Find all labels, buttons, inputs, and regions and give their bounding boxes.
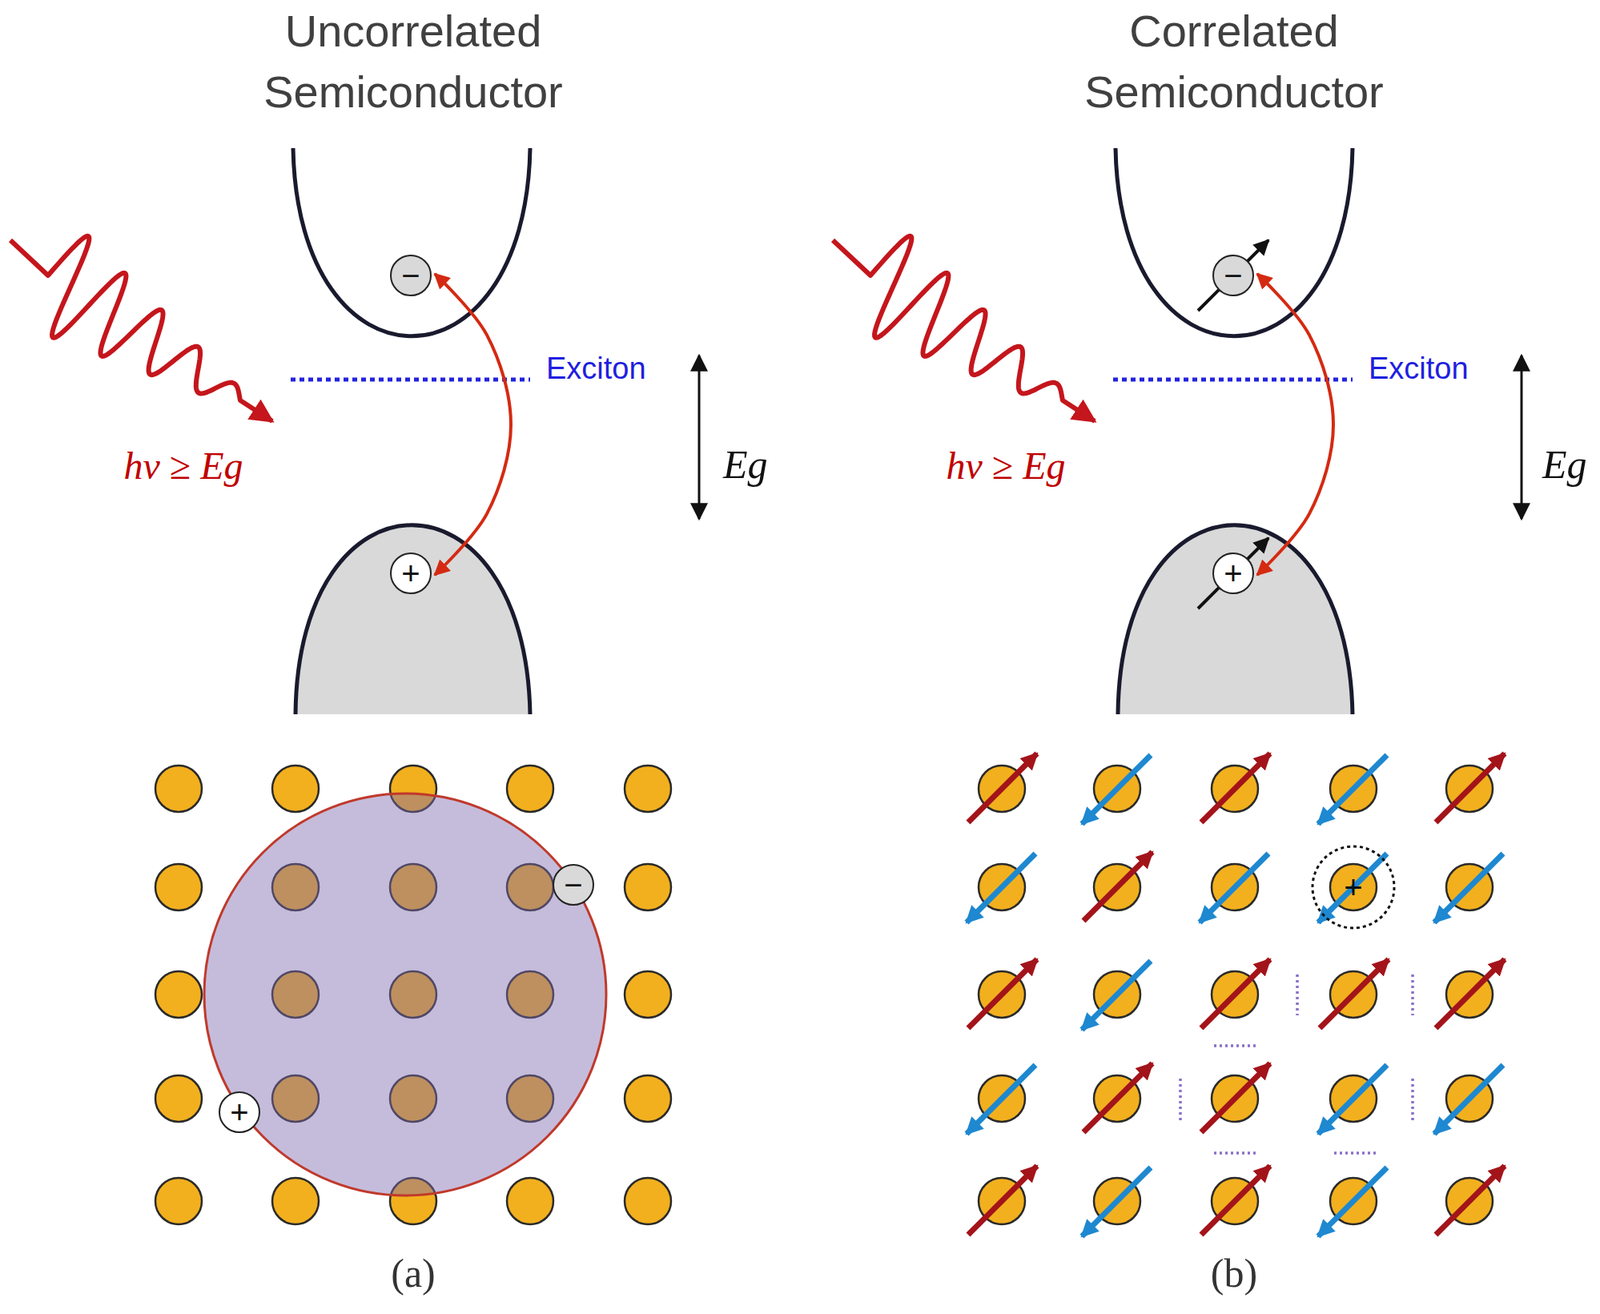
frustrated-bond	[1334, 1151, 1378, 1155]
charge-sign: +	[1223, 557, 1243, 590]
spin-arrow	[1435, 753, 1505, 823]
spin-arrow	[1201, 1165, 1271, 1235]
spin-arrow	[1201, 1063, 1271, 1133]
spin-arrow	[1435, 1165, 1505, 1235]
lattice-site	[272, 1177, 319, 1225]
photon-energy: hν ≥ Eg	[124, 445, 244, 488]
spin-arrow	[1434, 1065, 1504, 1134]
exciton-level	[290, 377, 531, 382]
lattice-site	[624, 765, 672, 813]
lattice-site	[155, 765, 202, 813]
lattice-site	[624, 971, 672, 1018]
lattice-site	[624, 1075, 672, 1122]
gap-arrow	[698, 355, 701, 519]
spin-lattice	[966, 753, 1505, 1237]
frustrated-bond	[1411, 1078, 1415, 1122]
hole-charge: +	[1334, 868, 1373, 907]
lattice	[155, 765, 672, 1225]
lattice-site	[272, 765, 319, 813]
frustrated-bond	[1411, 974, 1415, 1016]
electron-charge: −	[552, 864, 595, 906]
frustrated-bond	[1295, 974, 1299, 1016]
exciton-cloud	[204, 793, 607, 1196]
panel-label: (b)	[1210, 1251, 1258, 1296]
frustrated-bond	[1214, 1044, 1258, 1048]
panel-label: (a)	[390, 1251, 436, 1296]
frustrated-bond	[1178, 1078, 1182, 1122]
photon-energy: hν ≥ Eg	[946, 445, 1066, 488]
gap-arrow	[1520, 355, 1524, 519]
band-panel	[10, 148, 700, 715]
lattice-site	[155, 1075, 202, 1122]
spin-arrow	[1081, 1167, 1151, 1237]
hole-charge: +	[218, 1091, 261, 1134]
spin-arrow	[1083, 852, 1153, 921]
photon-wave	[10, 236, 273, 422]
photon-wave	[832, 236, 1095, 422]
spin-arrow	[1083, 1063, 1153, 1133]
spin-arrow	[1201, 753, 1271, 823]
spin-arrow	[966, 853, 1036, 923]
spin-arrow	[1081, 755, 1151, 825]
spin-arrow	[966, 1065, 1036, 1134]
electron-charge: −	[1212, 254, 1255, 297]
gap-label: Eg	[1542, 442, 1588, 487]
conduction-band	[293, 148, 531, 337]
spin-arrow	[1081, 960, 1151, 1030]
exciton-level	[1113, 377, 1353, 382]
lattice-site	[155, 1177, 202, 1225]
spin-arrow	[1318, 1065, 1387, 1134]
spin-arrow	[1199, 853, 1269, 923]
hole-charge: +	[1212, 552, 1255, 595]
spin-arrow	[1435, 959, 1505, 1029]
electron-charge: −	[389, 254, 432, 297]
band-panel	[832, 148, 1522, 715]
charge-sign: +	[401, 557, 420, 590]
spin-arrow	[968, 753, 1038, 823]
lattice-site	[155, 864, 202, 911]
charge-sign: +	[229, 1096, 249, 1129]
spin-arrow	[1318, 1167, 1387, 1237]
spin-arrow	[1201, 959, 1271, 1029]
lattice-site	[624, 864, 672, 911]
frustrated-bond	[1214, 1151, 1258, 1155]
hole-marker	[1312, 846, 1395, 929]
panel-title: Correlated Semiconductor	[1045, 0, 1423, 123]
valence-band	[1117, 525, 1353, 715]
lattice-site	[624, 1177, 672, 1225]
exciton-label: Exciton	[1368, 352, 1469, 386]
transition-arrow	[1257, 273, 1334, 575]
transition-arrow	[434, 273, 511, 575]
hole-charge: +	[389, 552, 432, 595]
panel-title: Uncorrelated Semiconductor	[225, 0, 602, 123]
spin-arrow	[968, 1165, 1038, 1235]
spin-arrow	[1318, 755, 1387, 825]
spin-arrow	[1319, 959, 1389, 1029]
lattice-site	[155, 971, 202, 1018]
gap-label: Eg	[723, 442, 768, 487]
charge-sign: −	[401, 259, 420, 292]
lattice-site	[506, 1177, 554, 1225]
charge-sign: −	[563, 868, 583, 901]
valence-band	[295, 525, 531, 715]
lattice-site	[506, 765, 554, 813]
spin-arrow	[968, 959, 1038, 1029]
conduction-band	[1115, 148, 1353, 337]
exciton-label: Exciton	[546, 352, 647, 386]
charge-sign: +	[1343, 871, 1363, 904]
spin-arrow	[1434, 853, 1504, 923]
charge-sign: −	[1223, 259, 1243, 292]
spin-arrow	[1318, 853, 1387, 923]
